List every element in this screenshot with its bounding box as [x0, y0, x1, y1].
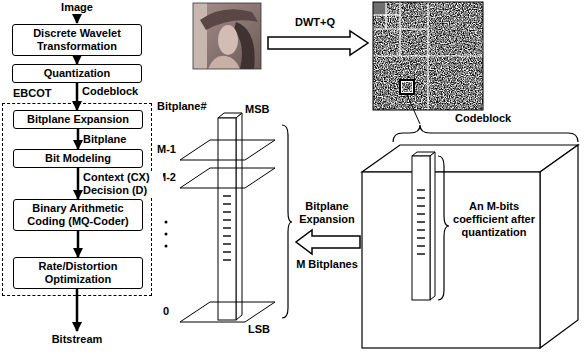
edge-label: Context (CX) Decision (D) [83, 171, 163, 197]
transform-arrow [268, 31, 368, 55]
process-box: Binary Arithmetic Coding (MQ-Coder) [13, 199, 143, 231]
wavelet-ll-band [373, 2, 386, 15]
wavelet-frame [373, 2, 483, 110]
subband-grid [373, 2, 483, 110]
edge-label: Bitplane [83, 133, 126, 146]
callout-label: Codeblock [455, 112, 545, 125]
cube-front [362, 172, 540, 348]
arrow-label: DWT+Q [280, 16, 350, 29]
axis-label: LSB [248, 323, 278, 336]
bitplane [180, 168, 275, 188]
ellipsis-dots [165, 221, 168, 248]
brace-label: M Bitplanes [294, 258, 360, 271]
photo-mirror [193, 3, 207, 69]
box-text: Rate/Distortion Optimization [17, 260, 139, 286]
codeblock-cube [362, 145, 578, 348]
coefficient-brace [438, 156, 449, 300]
box-text: Binary Arithmetic Coding (MQ-Coder) [17, 202, 139, 228]
box-text: Quantization [44, 67, 111, 80]
arrow-label: Bitplane Expansion [294, 200, 360, 226]
column-side [236, 113, 242, 320]
codeblock-leader [407, 95, 420, 124]
plane-index: M-1 [157, 143, 185, 156]
output-label: Bitstream [12, 333, 142, 346]
wavelet-ground [373, 2, 483, 110]
flow-arrow [77, 231, 80, 257]
photo-frame [193, 3, 261, 69]
group-title: EBCOT [13, 87, 52, 100]
input-label: Image [12, 1, 142, 14]
codeblock-square-inner [402, 82, 413, 93]
codeblock-square [400, 80, 414, 94]
flow-arrow [77, 168, 80, 199]
expansion-arrow [296, 230, 360, 254]
photo-shoulder [208, 56, 240, 69]
edge-label: Codeblock [82, 85, 138, 98]
input-photo [193, 3, 261, 69]
bitplanes-brace [282, 125, 292, 318]
bitplane [180, 140, 275, 160]
process-box: Rate/Distortion Optimization [13, 257, 143, 289]
flow-arrow [76, 56, 79, 64]
bitplane-stack [165, 113, 293, 322]
photo-face [218, 25, 238, 55]
box-text: Bitplane Expansion [27, 113, 129, 126]
wavelet-texture [373, 2, 483, 110]
cube-side [540, 145, 578, 348]
coefficient-column [218, 118, 236, 320]
flow-arrow [76, 83, 79, 110]
input-arrow [76, 16, 79, 23]
box-text: Bit Modeling [45, 152, 111, 165]
bit-ticks [223, 196, 231, 260]
column-side [430, 152, 435, 300]
axis-label: MSB [245, 103, 279, 116]
photo-ground [193, 3, 261, 69]
coefficient-column [412, 156, 430, 300]
dashed-group: EBCOTBitplane ExpansionBit ModelingBinar… [2, 103, 152, 296]
process-box: Discrete Wavelet Transformation [12, 24, 142, 56]
codeblock-brace [393, 125, 578, 142]
wavelet-image [373, 2, 483, 110]
callout-label: An M-bits coefficient after quantization [452, 200, 536, 239]
process-box: Bit Modeling [13, 149, 143, 168]
axis-label: Bitplane# [157, 100, 217, 113]
bit-ticks [417, 190, 425, 254]
bitplane [180, 302, 275, 322]
process-box: Bitplane Expansion [13, 110, 143, 129]
box-text: Discrete Wavelet Transformation [16, 27, 138, 53]
flow-arrow [77, 129, 80, 149]
plane-index: 0 [163, 305, 177, 318]
process-box: Quantization [12, 64, 142, 83]
